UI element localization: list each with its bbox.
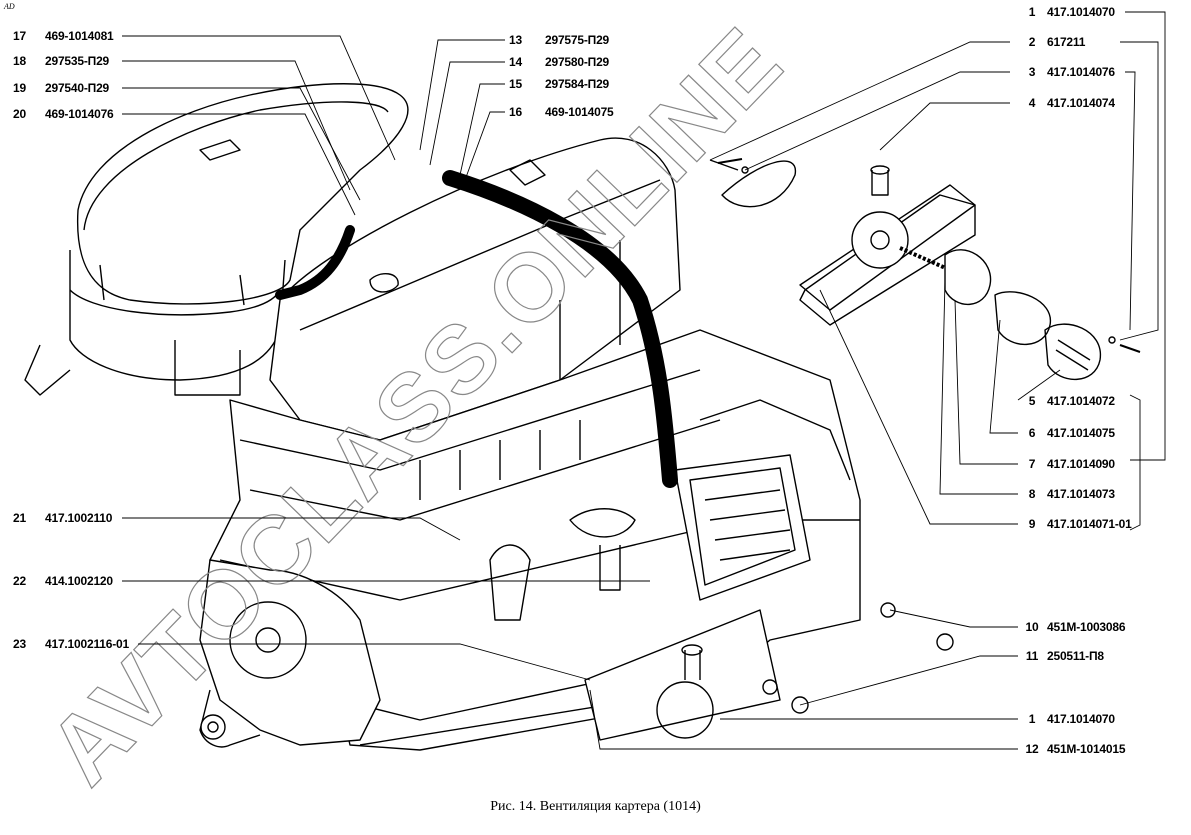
callout-5: 5 417.1014072 (1017, 394, 1115, 408)
callout-1: 1 417.1014070 (1017, 5, 1115, 19)
part-number: 417.1014070 (1047, 712, 1115, 726)
callout-number: 17 (13, 29, 26, 43)
part-number: 417.1002116-01 (45, 637, 129, 651)
air-filter (24, 83, 409, 396)
part-number: 297584-П29 (545, 77, 610, 91)
part-number: 417.1014070 (1047, 5, 1115, 19)
callout-22: 22 414.1002120 (13, 574, 113, 588)
part-number: 417.1014071-01 (1047, 517, 1132, 531)
callout-21: 21 417.1002110 (13, 511, 112, 525)
part-number: 469-1014075 (545, 105, 614, 119)
callout-number: 10 (1025, 620, 1039, 634)
callout-number: 1 (1028, 712, 1036, 726)
part-number: 417.1014076 (1047, 65, 1115, 79)
part-number: 297575-П29 (545, 33, 610, 47)
part-number: 417.1014073 (1047, 487, 1115, 501)
callout-number: 23 (13, 637, 26, 651)
callout-number: 9 (1028, 517, 1036, 531)
callout-20: 20 469-1014076 (13, 107, 114, 121)
callout-12: 12 451М-1014015 (1017, 742, 1126, 756)
part-number: 297535-П29 (45, 54, 110, 68)
callout-number: 8 (1028, 487, 1036, 501)
callout-number: 7 (1028, 457, 1036, 471)
callout-13: 13 297575-П29 (509, 33, 609, 47)
callout-4: 4 417.1014074 (1017, 96, 1115, 110)
callout-number: 20 (13, 107, 26, 121)
callout-18: 18 297535-П29 (13, 54, 109, 68)
callout-1: 1 417.1014070 (1017, 712, 1115, 726)
part-number: 250511-П8 (1047, 649, 1104, 663)
callout-number: 3 (1028, 65, 1036, 79)
exploded-separator (709, 158, 1141, 381)
callout-number: 1 (1028, 5, 1036, 19)
callout-number: 11 (1025, 649, 1039, 663)
callout-number: 6 (1028, 426, 1036, 440)
part-number: 297580-П29 (545, 55, 610, 69)
callout-2: 2 617211 (1017, 35, 1086, 49)
part-number: 417.1014074 (1047, 96, 1115, 110)
callout-10: 10 451М-1003086 (1017, 620, 1126, 634)
callout-9: 9 417.1014071-01 (1017, 517, 1132, 531)
part-number: 469-1014081 (45, 29, 114, 43)
callout-number: 4 (1028, 96, 1036, 110)
part-number: 414.1002120 (45, 574, 113, 588)
callout-number: 18 (13, 54, 26, 68)
part-number: 417.1002110 (45, 511, 113, 525)
nuts (762, 602, 954, 714)
part-number: 469-1014076 (45, 107, 114, 121)
callout-19: 19 297540-П29 (13, 81, 109, 95)
callout-number: 16 (509, 105, 522, 119)
callout-number: 15 (509, 77, 522, 91)
timing-cover (199, 559, 381, 748)
callout-8: 8 417.1014073 (1017, 487, 1115, 501)
callout-number: 19 (13, 81, 26, 95)
callout-number: 14 (509, 55, 522, 69)
callout-number: 5 (1028, 394, 1036, 408)
callout-3: 3 417.1014076 (1017, 65, 1115, 79)
callout-7: 7 417.1014090 (1017, 457, 1115, 471)
callout-14: 14 297580-П29 (509, 55, 609, 69)
breather-hose (442, 170, 678, 488)
callout-number: 21 (13, 511, 26, 525)
figure-caption: Рис. 14. Вентиляция картера (1014) (490, 799, 701, 814)
callout-15: 15 297584-П29 (509, 77, 609, 91)
part-number: 417.1014072 (1047, 394, 1115, 408)
callout-11: 11 250511-П8 (1017, 649, 1104, 663)
leader-lines (122, 11, 1166, 750)
part-number: 617211 (1047, 35, 1086, 49)
callout-6: 6 417.1014075 (1017, 426, 1115, 440)
callout-number: 22 (13, 574, 26, 588)
part-number: 451М-1014015 (1047, 742, 1126, 756)
oil-separator (584, 454, 811, 741)
part-number: 417.1014075 (1047, 426, 1115, 440)
callout-17: 17 469-1014081 (13, 29, 114, 43)
callout-number: 2 (1028, 35, 1036, 49)
callout-16: 16 469-1014075 (509, 105, 614, 119)
callout-number: 13 (509, 33, 522, 47)
part-number: 451М-1003086 (1047, 620, 1126, 634)
corner-mark: AD (4, 2, 15, 11)
small-hose (275, 225, 355, 300)
part-number: 297540-П29 (45, 81, 110, 95)
part-number: 417.1014090 (1047, 457, 1115, 471)
callout-number: 12 (1025, 742, 1039, 756)
callout-23: 23 417.1002116-01 (13, 637, 129, 651)
